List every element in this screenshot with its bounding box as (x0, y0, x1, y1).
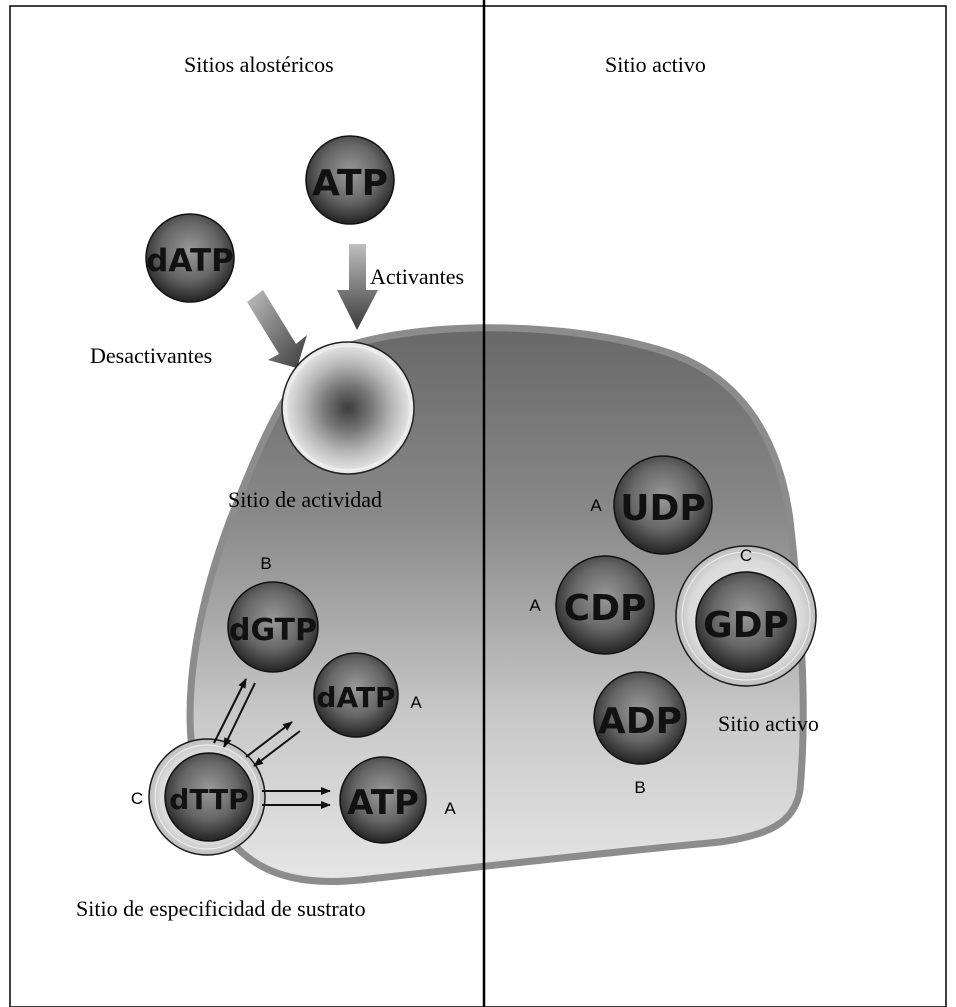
datp-spec-letter: A (410, 693, 422, 712)
gdp-molecule: GDP (696, 572, 796, 672)
deactivator-arrow (247, 290, 307, 368)
svg-text:dGTP: dGTP (229, 613, 317, 648)
svg-text:dATP: dATP (316, 681, 395, 714)
specificity-site-label: Sitio de especificidad de sustrato (76, 896, 366, 921)
activators-label: Activantes (370, 264, 464, 289)
activity-site-circle (282, 342, 414, 474)
svg-text:ADP: ADP (598, 701, 682, 742)
cdp-molecule: CDP (556, 556, 654, 654)
datp-spec-molecule: dATP (314, 653, 398, 737)
atp-spec-molecule: ATP (340, 757, 426, 843)
adp-molecule: ADP (594, 672, 686, 764)
dgtp-molecule: dGTP (228, 582, 318, 672)
svg-text:UDP: UDP (620, 488, 706, 529)
dgtp-letter: B (260, 554, 271, 573)
udp-molecule: UDP (614, 456, 712, 554)
atp-spec-letter: A (444, 799, 456, 818)
udp-letter: A (590, 496, 602, 515)
dttp-letter: C (131, 789, 143, 808)
svg-text:GDP: GDP (703, 605, 789, 646)
dttp-molecule: dTTP (165, 753, 253, 841)
adp-letter: B (634, 778, 645, 797)
left-header: Sitios alostéricos (184, 52, 334, 77)
activity-site-label: Sitio de actividad (228, 487, 382, 512)
svg-text:dTTP: dTTP (169, 783, 248, 816)
cdp-letter: A (529, 596, 541, 615)
gdp-letter: C (740, 546, 752, 565)
svg-text:dATP: dATP (146, 243, 234, 279)
active-site-label: Sitio activo (718, 711, 819, 736)
atp-top-molecule: ATP (306, 136, 394, 224)
svg-text:ATP: ATP (312, 163, 388, 204)
right-header: Sitio activo (605, 52, 706, 77)
datp-top-molecule: dATP (146, 214, 234, 302)
svg-text:CDP: CDP (564, 588, 647, 629)
deactivators-label: Desactivantes (90, 343, 212, 368)
svg-text:ATP: ATP (347, 783, 419, 823)
